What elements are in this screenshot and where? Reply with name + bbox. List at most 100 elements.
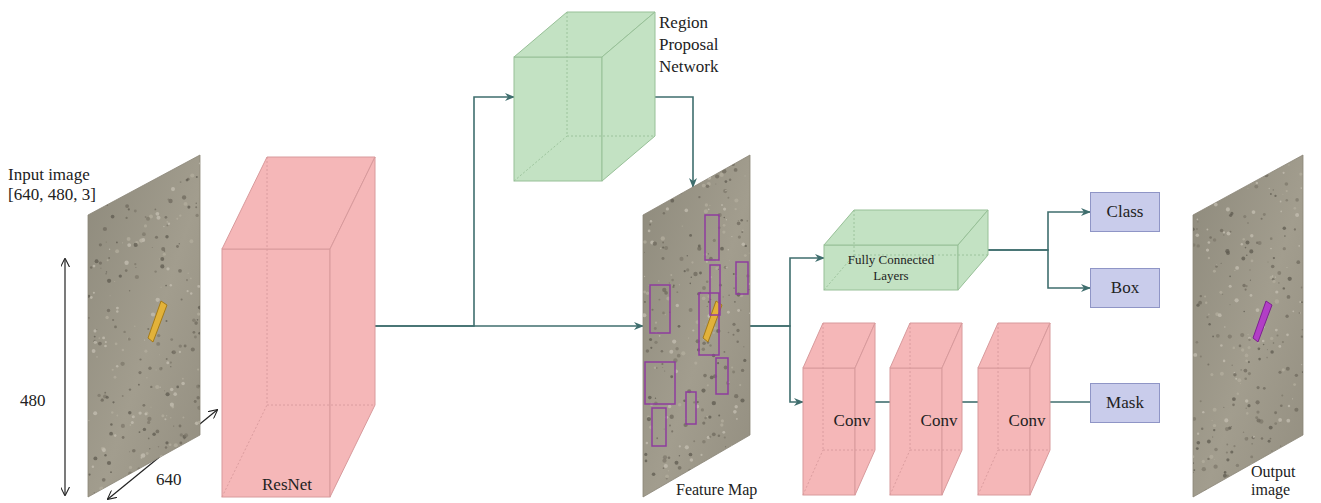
gravel-dot [144, 339, 145, 340]
gravel-dot [743, 346, 744, 347]
gravel-dot [171, 187, 175, 191]
gravel-dot [127, 237, 131, 241]
gravel-dot [196, 176, 198, 178]
gravel-dot [726, 219, 727, 220]
gravel-dot [1204, 295, 1206, 297]
gravel-dot [1237, 378, 1241, 382]
gravel-dot [90, 296, 93, 299]
gravel-dot [1302, 371, 1304, 373]
gravel-dot [194, 400, 197, 403]
gravel-dot [722, 169, 726, 173]
gravel-dot [649, 224, 651, 226]
gravel-dot [156, 212, 160, 216]
gravel-dot [162, 155, 165, 158]
gravel-dot [1205, 489, 1208, 492]
gravel-dot [1219, 291, 1222, 294]
gravel-dot [1266, 357, 1268, 359]
gravel-dot [678, 403, 681, 406]
gravel-dot [691, 276, 693, 278]
gravel-dot [129, 466, 132, 469]
gravel-dot [109, 176, 113, 180]
gravel-dot [147, 485, 149, 487]
gravel-dot [99, 486, 103, 490]
gravel-dot [179, 425, 182, 428]
gravel-dot [1208, 257, 1210, 259]
gravel-dot [1299, 312, 1301, 314]
gravel-dot [156, 430, 160, 434]
gravel-dot [736, 329, 739, 332]
gravel-dot [124, 261, 128, 265]
gravel-dot [673, 285, 675, 287]
gravel-dot [1285, 182, 1289, 186]
gravel-dot [1206, 172, 1207, 173]
gravel-dot [1235, 171, 1239, 175]
gravel-dot [180, 433, 183, 436]
gravel-dot [644, 301, 646, 303]
gravel-dot [159, 367, 162, 370]
gravel-dot [1199, 173, 1203, 177]
gravel-dot [1239, 345, 1242, 348]
gravel-dot [1274, 453, 1278, 457]
gravel-dot [1281, 395, 1283, 397]
gravel-dot [669, 282, 670, 283]
gravel-dot [720, 423, 723, 426]
gravel-dot [725, 468, 727, 470]
gravel-dot [156, 216, 160, 220]
gravel-dot [170, 417, 171, 418]
gravel-dot [144, 160, 148, 164]
gravel-dot [644, 191, 645, 192]
box-side-face [855, 323, 875, 495]
gravel-dot [168, 199, 170, 201]
gravel-dot [91, 173, 94, 176]
gravel-dot [191, 347, 195, 351]
gravel-dot [139, 431, 141, 433]
gravel-dot [99, 243, 102, 246]
gravel-dot [187, 206, 190, 209]
gravel-dot [744, 254, 747, 257]
gravel-dot [656, 367, 658, 369]
gravel-dot [112, 401, 114, 403]
gravel-dot [181, 382, 185, 386]
gravel-dot [1215, 185, 1218, 188]
gravel-dot [1192, 201, 1195, 204]
gravel-dot [114, 434, 117, 437]
arrow-connector [875, 401, 890, 403]
gravel-dot [1267, 261, 1268, 262]
gravel-dot [697, 401, 699, 403]
gravel-dot [116, 307, 119, 310]
gravel-dot [1243, 432, 1244, 433]
gravel-dot [120, 362, 124, 366]
gravel-dot [1216, 163, 1220, 167]
gravel-dot [1230, 182, 1234, 186]
gravel-dot [1200, 295, 1202, 297]
gravel-dot [679, 455, 680, 456]
gravel-dot [670, 175, 674, 179]
gravel-dot [1251, 260, 1254, 263]
gravel-dot [181, 298, 183, 300]
gravel-dot [715, 161, 719, 165]
gravel-dot [679, 284, 680, 285]
gravel-dot [1196, 304, 1199, 307]
gravel-dot [1203, 161, 1205, 163]
gravel-dot [197, 463, 199, 465]
gravel-dot [685, 445, 689, 449]
gravel-dot [144, 413, 147, 416]
arrow-connector [655, 97, 693, 187]
gravel-dot [740, 310, 741, 311]
gravel-dot [662, 288, 666, 292]
gravel-dot [1244, 369, 1248, 373]
gravel-dot [736, 418, 738, 420]
gravel-dot [721, 204, 723, 206]
gravel-dot [708, 253, 709, 254]
gravel-dot [1245, 285, 1247, 287]
gravel-dot [1251, 443, 1252, 444]
gravel-dot [728, 295, 729, 296]
gravel-dot [109, 248, 110, 249]
gravel-dot [670, 415, 674, 419]
gravel-dot [150, 407, 151, 408]
gravel-dot [1196, 341, 1199, 344]
gravel-dot [749, 253, 750, 254]
gravel-dot [166, 224, 168, 226]
node-label: Output image [1251, 463, 1311, 499]
gravel-dot [1283, 172, 1285, 174]
